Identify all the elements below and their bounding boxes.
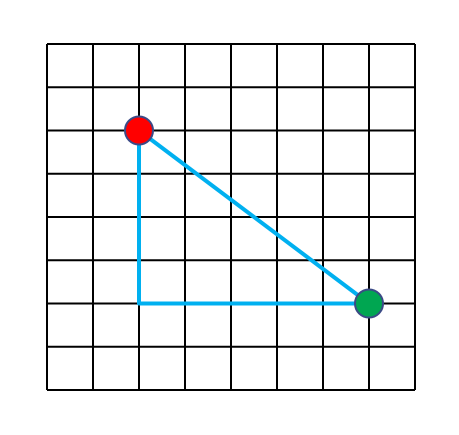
triangle-outline — [137, 128, 371, 306]
right-triangle — [137, 128, 371, 306]
red-point — [124, 115, 154, 146]
green-point — [354, 288, 384, 319]
grid — [46, 43, 416, 391]
points — [124, 115, 384, 319]
